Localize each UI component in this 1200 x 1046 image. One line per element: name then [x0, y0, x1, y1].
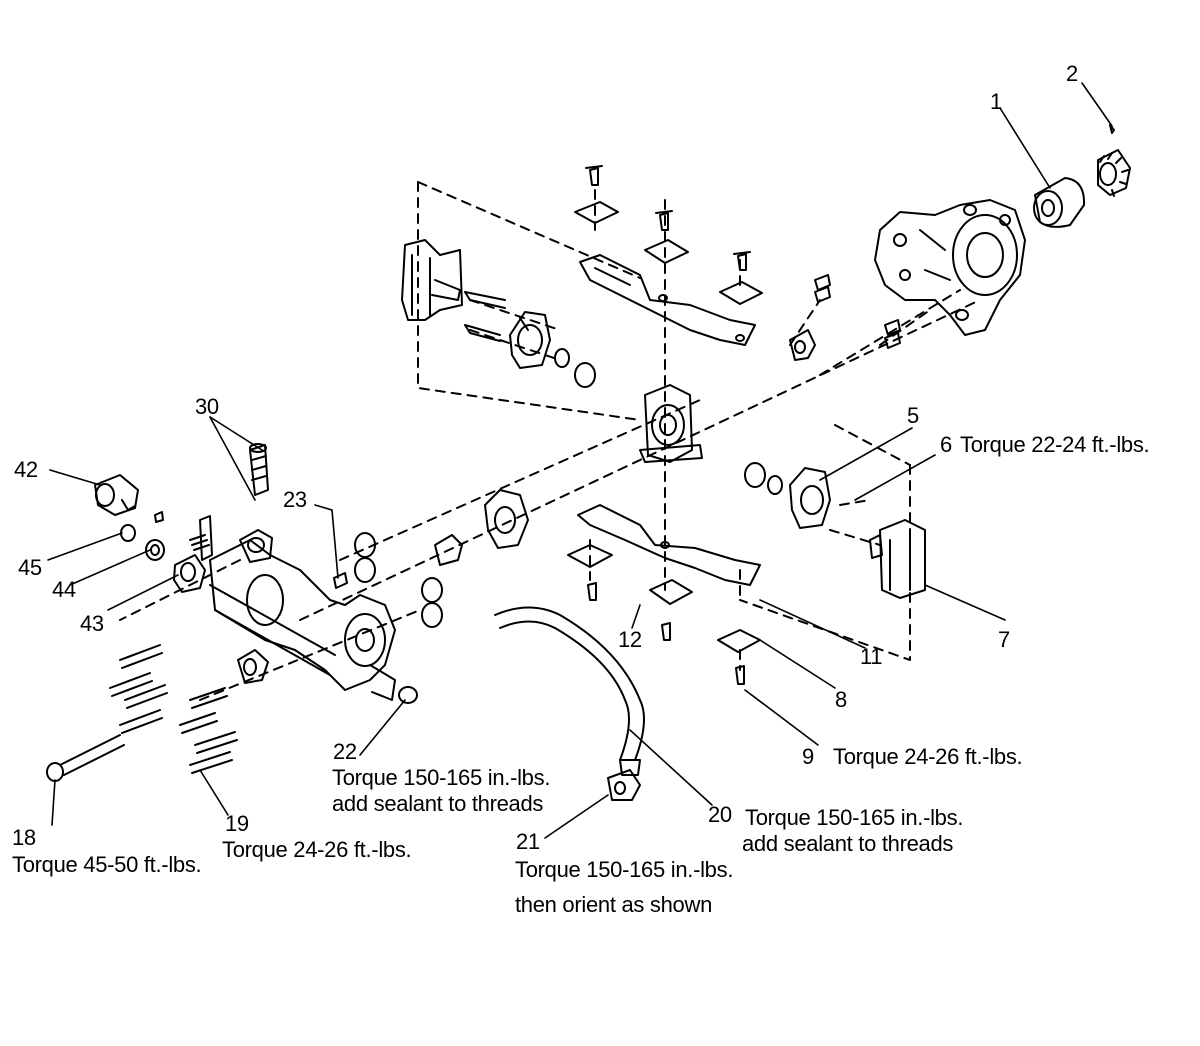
part-43-nut: [173, 554, 206, 593]
part-1-bearing: [1033, 177, 1086, 228]
small-springs: [154, 511, 210, 551]
callout-1: 1: [990, 89, 1002, 114]
part-22-plug: [398, 686, 418, 704]
part-18-bolt: [46, 734, 125, 782]
top-plates: [574, 165, 763, 305]
callout-9: 9: [802, 744, 814, 769]
cylinder-sleeve: [237, 649, 269, 684]
leader-lines: [47, 82, 1113, 839]
part-30-valve-fitting: [249, 443, 269, 496]
part-19-bolts: [109, 644, 238, 774]
bottom-strap: [577, 504, 761, 586]
note-18-torque: Torque 45-50 ft.-lbs.: [12, 852, 202, 877]
callout-20: 20: [708, 802, 732, 827]
piston-guide: [434, 489, 529, 566]
callout-11: 11: [860, 644, 883, 669]
callout-5: 5: [907, 403, 919, 428]
callout-6: 6: [940, 432, 952, 457]
note-22-torque: Torque 150-165 in.-lbs.: [332, 765, 551, 790]
callout-19: 19: [225, 811, 249, 836]
left-piston: [509, 311, 551, 369]
note-9-torque: Torque 24-26 ft.-lbs.: [833, 744, 1023, 769]
bottom-plates: [567, 544, 761, 685]
rod-bolts: [464, 291, 506, 342]
part-44-seal: [145, 539, 165, 561]
center-seals: [554, 348, 596, 388]
callout-2: 2: [1066, 61, 1078, 86]
callout-42: 42: [14, 457, 38, 482]
callout-8: 8: [835, 687, 847, 712]
left-connecting-rod: [401, 239, 463, 321]
part-20-hose: [494, 606, 645, 776]
note-21-torque: Torque 150-165 in.-lbs.: [515, 857, 734, 882]
part-5-right-piston: [744, 462, 831, 529]
callout-23: 23: [283, 487, 307, 512]
part-2-gear: [1097, 124, 1131, 197]
note-21-orient: then orient as shown: [515, 892, 713, 917]
pump-manifold: [199, 515, 396, 701]
valve-springs: [789, 274, 901, 361]
callout-44: 44: [52, 577, 76, 602]
note-20-torque: Torque 150-165 in.-lbs.: [745, 805, 964, 830]
part-45-washer: [120, 524, 136, 542]
part-42-fitting: [94, 474, 139, 516]
callout-45: 45: [18, 555, 42, 580]
callout-22: 22: [333, 739, 357, 764]
top-strap: [579, 254, 756, 346]
callout-30: 30: [195, 394, 219, 419]
o-rings: [354, 532, 443, 628]
note-6-torque: Torque 22-24 ft.-lbs.: [960, 432, 1150, 457]
callout-43: 43: [80, 611, 104, 636]
assembly-guide-lines: [119, 181, 981, 701]
callout-21: 21: [516, 829, 540, 854]
note-20-sealant: add sealant to threads: [742, 831, 954, 856]
part-7-right-connecting-rod: [869, 519, 926, 599]
callout-7: 7: [998, 627, 1010, 652]
part-23-plug: [333, 572, 348, 589]
callout-12: 12: [618, 627, 642, 652]
note-22-sealant: add sealant to threads: [332, 791, 544, 816]
callout-18: 18: [12, 825, 36, 850]
part-21-elbow: [607, 769, 641, 801]
crankcase-housing: [874, 199, 1026, 336]
note-19-torque: Torque 24-26 ft.-lbs.: [222, 837, 412, 862]
center-connecting-rod: [639, 384, 703, 463]
